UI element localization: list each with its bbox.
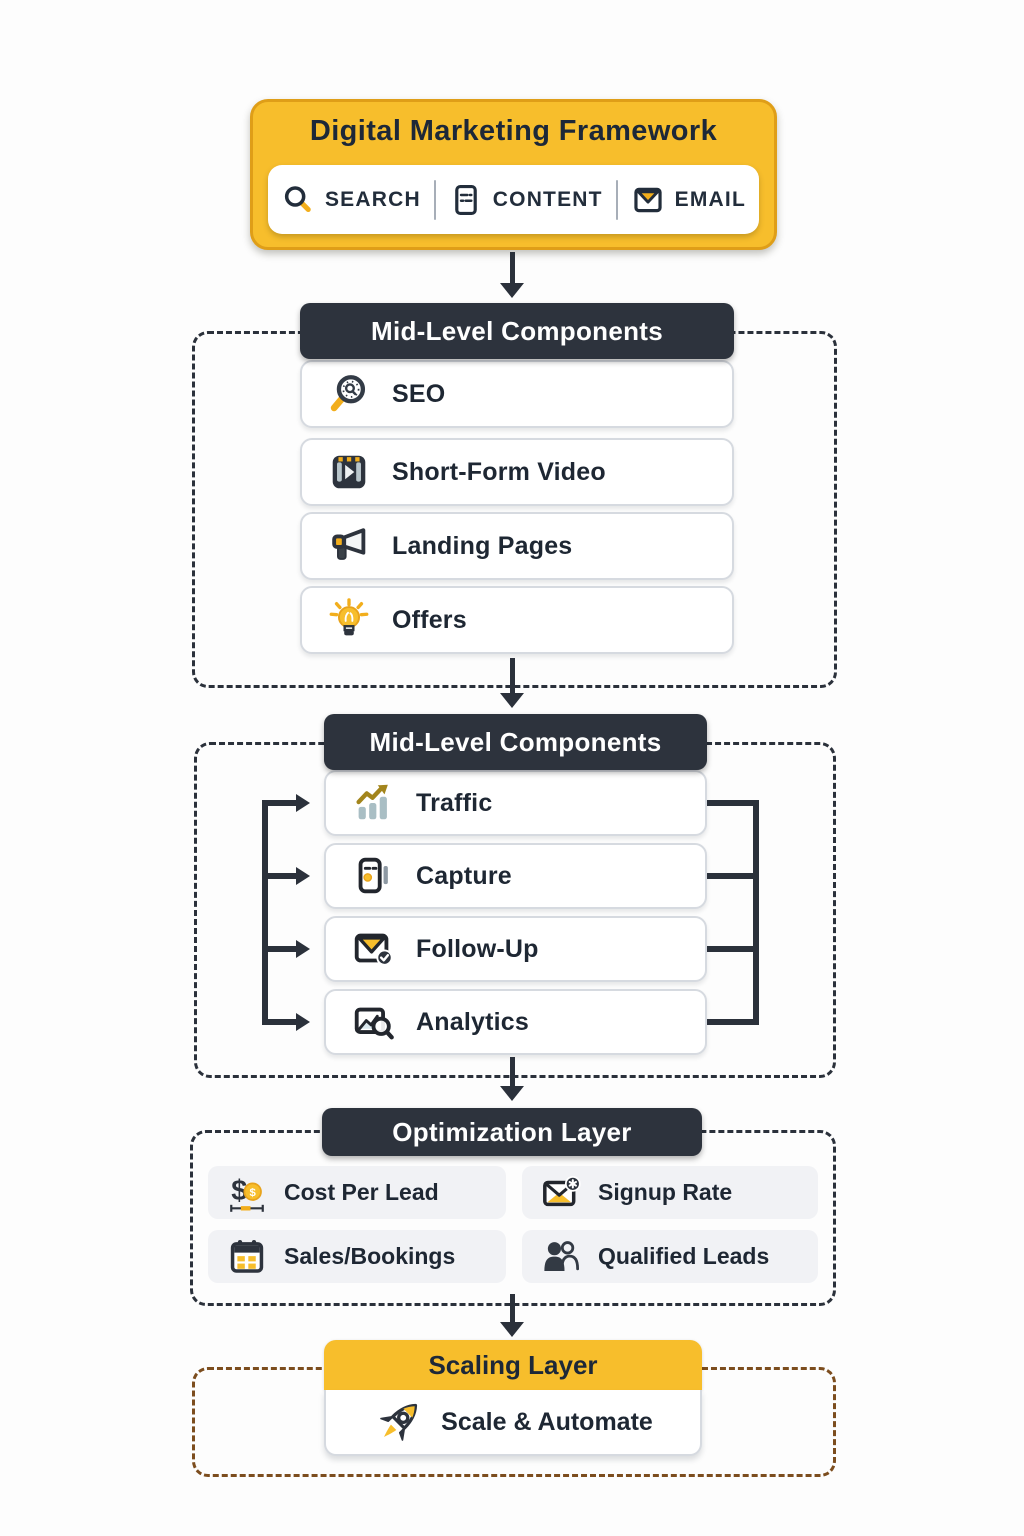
item-cost-per-lead: $ $ Cost Per Lead bbox=[208, 1166, 506, 1219]
section-title: Mid-Level Components bbox=[369, 726, 662, 757]
right-connector bbox=[707, 1019, 759, 1025]
right-arrowhead-icon bbox=[296, 940, 310, 958]
item-label: Follow-Up bbox=[416, 934, 539, 963]
short-form-video-icon bbox=[332, 455, 366, 489]
content-icon bbox=[454, 184, 477, 215]
right-bracket-line bbox=[753, 800, 759, 1025]
channel-email: EMAIL bbox=[631, 183, 746, 217]
channel-label: EMAIL bbox=[674, 187, 746, 211]
flow-arrow bbox=[499, 1294, 525, 1337]
channel-label: CONTENT bbox=[492, 187, 603, 211]
flow-arrow bbox=[499, 658, 525, 708]
capture-form-icon bbox=[358, 857, 388, 894]
pill-divider bbox=[615, 179, 618, 220]
channel-label: SEARCH bbox=[324, 187, 421, 211]
item-label: Offers bbox=[392, 605, 467, 634]
svg-text:$: $ bbox=[250, 1187, 257, 1199]
analytics-search-icon bbox=[354, 1007, 394, 1040]
item-capture: Capture bbox=[324, 843, 707, 909]
item-qualified-leads: Qualified Leads bbox=[522, 1230, 818, 1283]
mid-level-1-header: Mid-Level Components bbox=[300, 303, 734, 359]
qualified-leads-icon bbox=[544, 1240, 580, 1271]
left-connector bbox=[262, 1019, 296, 1025]
item-label: Analytics bbox=[416, 1007, 529, 1036]
signup-rate-icon bbox=[543, 1175, 581, 1206]
item-label: Sales/Bookings bbox=[284, 1243, 456, 1269]
right-arrowhead-icon bbox=[296, 867, 310, 885]
item-label: Traffic bbox=[416, 788, 493, 817]
flow-arrow bbox=[499, 1057, 525, 1101]
item-label: SEO bbox=[392, 379, 446, 408]
left-connector bbox=[262, 873, 296, 879]
item-offers: Offers bbox=[300, 586, 734, 654]
item-label: Capture bbox=[416, 861, 512, 890]
flow-arrow bbox=[499, 252, 525, 298]
right-arrowhead-icon bbox=[296, 1013, 310, 1031]
lightbulb-icon bbox=[329, 598, 369, 636]
channel-search: SEARCH bbox=[281, 183, 421, 217]
item-sales-bookings: Sales/Bookings bbox=[208, 1230, 506, 1283]
right-connector bbox=[707, 800, 759, 806]
traffic-chart-icon bbox=[356, 784, 388, 820]
mid-level-2-header: Mid-Level Components bbox=[324, 714, 707, 770]
rocket-icon bbox=[380, 1403, 418, 1441]
email-icon bbox=[634, 187, 662, 212]
svg-text:$: $ bbox=[231, 1175, 247, 1207]
item-label: Signup Rate bbox=[598, 1179, 733, 1205]
item-label: Landing Pages bbox=[392, 531, 573, 560]
scaling-header: Scaling Layer bbox=[324, 1340, 702, 1390]
item-label: Cost Per Lead bbox=[284, 1179, 439, 1205]
left-connector bbox=[262, 946, 296, 952]
optimization-header: Optimization Layer bbox=[322, 1108, 702, 1156]
left-bracket-line bbox=[262, 800, 268, 1025]
page-title: Digital Marketing Framework bbox=[309, 115, 718, 147]
section-title: Scaling Layer bbox=[428, 1349, 598, 1380]
cost-per-lead-icon: $ $ bbox=[230, 1175, 264, 1212]
item-label: Scale & Automate bbox=[441, 1407, 653, 1436]
channel-content: CONTENT bbox=[449, 183, 603, 217]
item-analytics: Analytics bbox=[324, 989, 707, 1055]
email-check-icon bbox=[354, 933, 393, 966]
item-label: Short-Form Video bbox=[392, 457, 606, 486]
megaphone-icon bbox=[332, 528, 366, 560]
right-connector bbox=[707, 873, 759, 879]
search-icon bbox=[284, 185, 311, 212]
right-connector bbox=[707, 946, 759, 952]
item-short-form-video: Short-Form Video bbox=[300, 438, 734, 506]
calendar-icon bbox=[230, 1239, 264, 1273]
section-title: Mid-Level Components bbox=[370, 315, 663, 346]
item-landing-pages: Landing Pages bbox=[300, 512, 734, 580]
pill-divider bbox=[433, 179, 436, 220]
item-follow-up: Follow-Up bbox=[324, 916, 707, 982]
item-label: Qualified Leads bbox=[598, 1243, 770, 1269]
item-traffic: Traffic bbox=[324, 770, 707, 836]
item-seo: SEO bbox=[300, 360, 734, 428]
framework-header-box: Digital Marketing Framework SEARCH CON bbox=[250, 99, 777, 250]
channel-pill: SEARCH CONTENT EMAIL bbox=[268, 165, 759, 234]
left-connector bbox=[262, 800, 296, 806]
seo-magnifier-icon bbox=[330, 375, 366, 412]
item-scale-automate: Scale & Automate bbox=[324, 1390, 702, 1456]
item-signup-rate: Signup Rate bbox=[522, 1166, 818, 1219]
right-arrowhead-icon bbox=[296, 794, 310, 812]
section-title: Optimization Layer bbox=[392, 1116, 632, 1147]
